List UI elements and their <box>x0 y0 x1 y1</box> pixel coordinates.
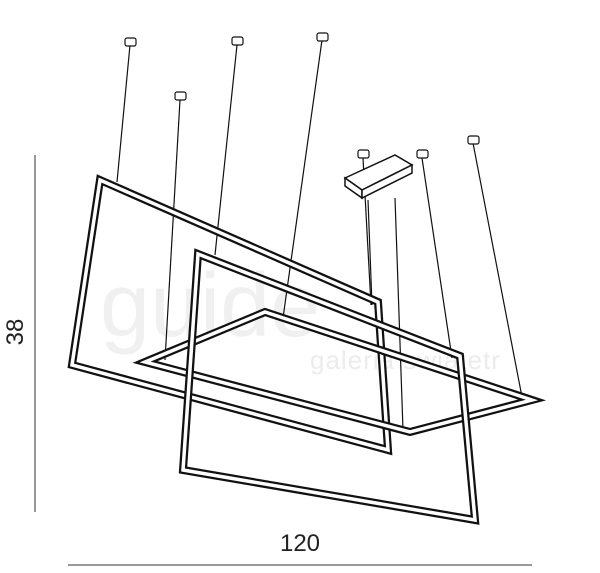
ceiling-canopies <box>124 32 480 159</box>
frame-back <box>67 174 393 456</box>
canopy-plate <box>343 154 414 200</box>
frame-front <box>178 248 480 525</box>
frame-horizontal <box>132 307 547 437</box>
watermark-logo: guide <box>100 256 321 356</box>
dimension-lines <box>34 155 532 566</box>
height-dimension-label: 38 <box>2 318 29 346</box>
width-dimension-label: 120 <box>279 530 321 557</box>
